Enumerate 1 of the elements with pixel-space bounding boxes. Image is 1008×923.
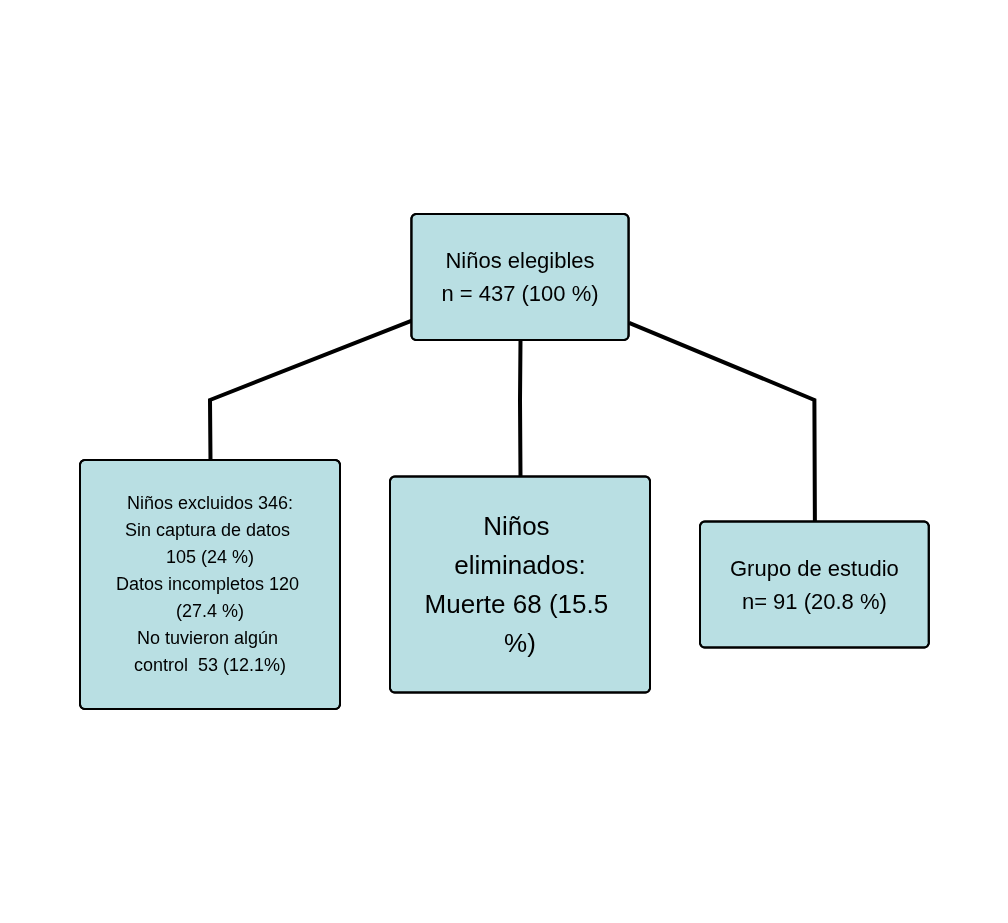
connector [517, 340, 523, 477]
